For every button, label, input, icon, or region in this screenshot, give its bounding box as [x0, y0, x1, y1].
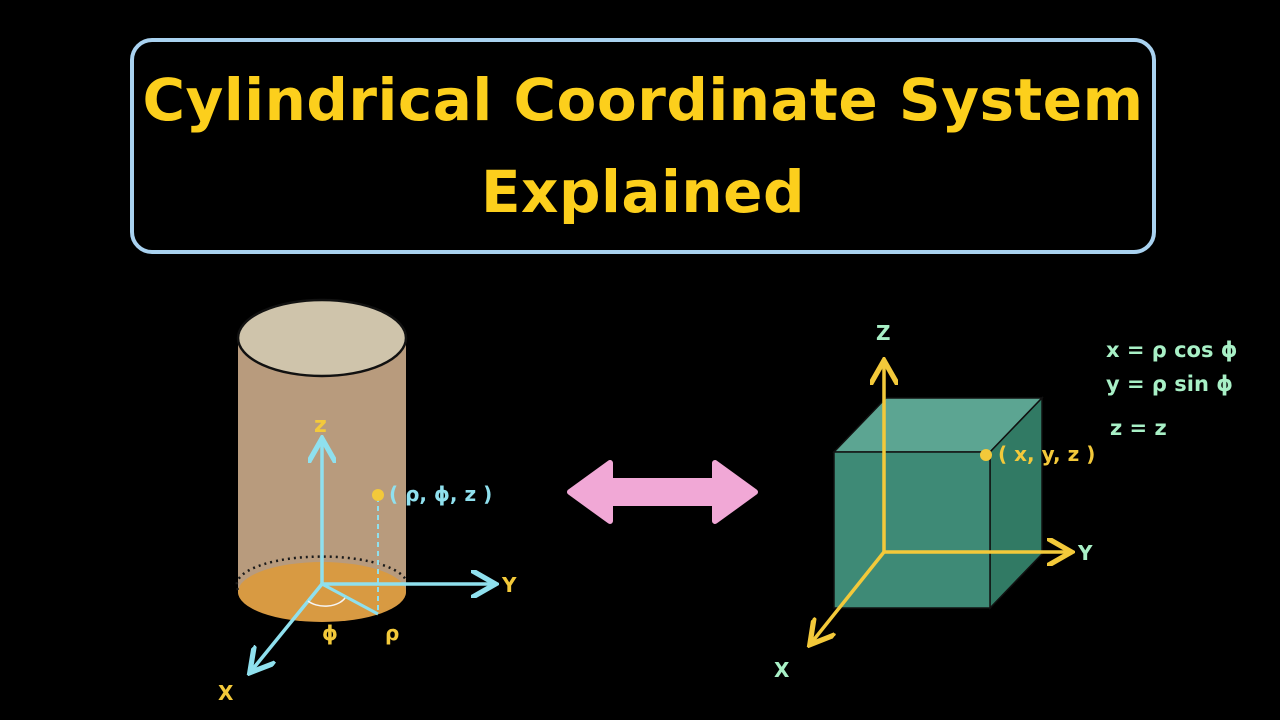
cyl-z-label: z [314, 413, 327, 438]
cyl-rho-line [321, 582, 379, 616]
cart-z-label: Z [876, 321, 891, 345]
title-box: Cylindrical Coordinate System Explained [130, 38, 1156, 254]
cart-y-label: Y [1077, 541, 1093, 565]
cyl-point [372, 489, 384, 501]
conversion-equations: x = ρ cos ϕ y = ρ sin ϕ z = z [1106, 338, 1238, 440]
cart-point-label: ( x, y, z ) [998, 442, 1095, 466]
cart-x-axis [812, 550, 886, 642]
cyl-x-label: X [218, 681, 234, 705]
cyl-point-label: ( ρ, ϕ, z ) [389, 482, 492, 506]
cyl-x-axis [252, 582, 324, 670]
cyl-phi-arc [307, 597, 346, 607]
double-arrow [567, 460, 758, 524]
title-line-2: Explained [480, 158, 806, 226]
equation-y: y = ρ sin ϕ [1106, 372, 1233, 396]
equation-x: x = ρ cos ϕ [1106, 338, 1238, 362]
title-line-1: Cylindrical Coordinate System [142, 66, 1144, 134]
cylinder-base-dotted-edge [235, 555, 408, 591]
cart-point [980, 449, 992, 461]
cyl-phi-label: ϕ [322, 621, 338, 645]
cart-x-label: X [774, 658, 790, 682]
cube-diagram: Z Y X ( x, y, z ) [774, 321, 1095, 682]
cylinder-top [236, 298, 408, 378]
cyl-y-label: Y [501, 573, 517, 597]
cyl-rho-label: ρ [385, 621, 399, 645]
cylinder-diagram: z Y X ( ρ, ϕ, z ) ϕ ρ [218, 298, 517, 705]
equation-z: z = z [1110, 416, 1167, 440]
